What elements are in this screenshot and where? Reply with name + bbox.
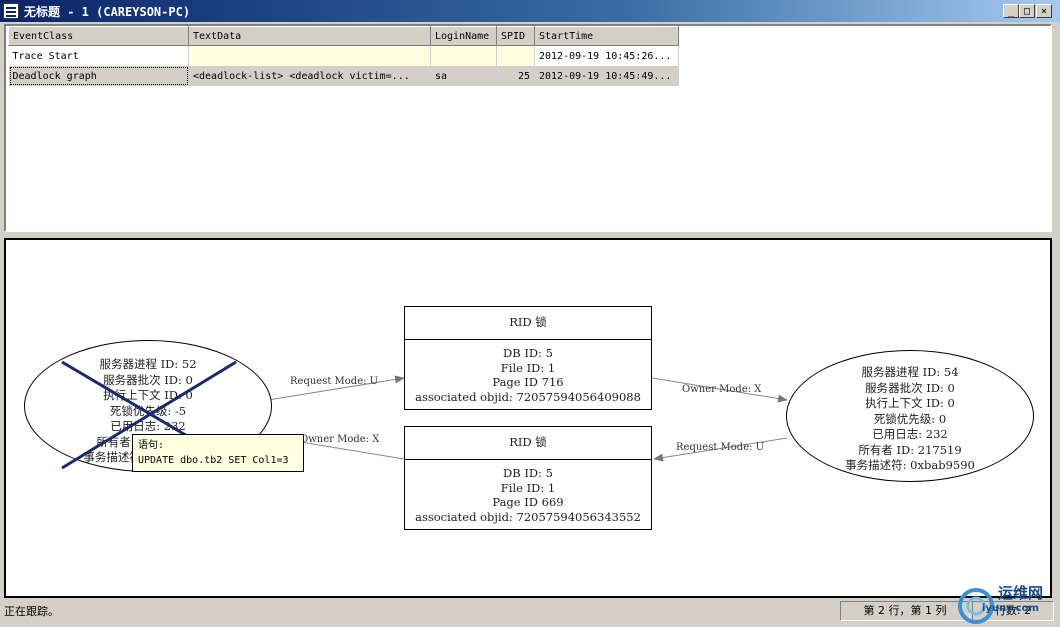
watermark-url: iyunv.com (982, 603, 1039, 614)
rid-page-id: Page ID 716 (492, 375, 564, 389)
close-button[interactable]: × (1036, 4, 1052, 18)
cell-spid[interactable] (496, 45, 535, 66)
statement-tooltip: 语句: UPDATE dbo.tb2 SET Col1=3 (132, 434, 304, 472)
rid-objid: associated objid: 72057594056409088 (415, 389, 641, 404)
app-icon (3, 3, 19, 19)
cell-textdata[interactable]: <deadlock-list> <deadlock victim=... (188, 66, 431, 86)
watermark-logo-icon (958, 588, 994, 624)
process-left-line: 死锁优先级: -5 (109, 403, 187, 418)
cell-spid[interactable]: 25 (496, 66, 535, 86)
rid-file-id: File ID: 1 (500, 480, 556, 495)
process-right-line: 事务描述符: 0xbab9590 (845, 458, 975, 472)
rid-file-id: File ID: 1 (500, 360, 556, 375)
column-header-loginname[interactable]: LoginName (430, 26, 497, 46)
table-header-row: EventClass TextData LoginName SPID Start… (8, 26, 679, 46)
process-right-line: 服务器批次 ID: 0 (865, 380, 955, 395)
status-text: 正在跟踪。 (4, 605, 59, 618)
column-header-eventclass[interactable]: EventClass (8, 26, 189, 46)
trace-events-table: EventClass TextData LoginName SPID Start… (8, 26, 679, 86)
rid-lock-title: RID 锁 (405, 307, 651, 340)
process-right-line: 所有者 ID: 217519 (858, 442, 962, 457)
rid-db-id: DB ID: 5 (503, 346, 553, 360)
cell-starttime[interactable]: 2012-09-19 10:45:26... (534, 45, 679, 66)
rid-lock-title: RID 锁 (405, 427, 651, 460)
tooltip-sql: UPDATE dbo.tb2 SET Col1=3 (138, 455, 289, 466)
trace-grid-panel: EventClass TextData LoginName SPID Start… (4, 24, 1052, 232)
table-row[interactable]: Deadlock graph <deadlock-list> <deadlock… (8, 66, 679, 86)
process-right-line: 已用日志: 232 (872, 427, 948, 441)
process-left-line: 执行上下文 ID: 0 (103, 388, 193, 402)
process-left-line: 服务器进程 ID: 52 (99, 357, 197, 371)
status-bar: 正在跟踪。 第 2 行，第 1 列 行数: 2 (0, 600, 1060, 627)
edge-request-bottom (653, 437, 788, 462)
deadlock-graph-panel: 服务器进程 ID: 52 服务器批次 ID: 0 执行上下文 ID: 0 死锁优… (4, 238, 1052, 598)
column-header-spid[interactable]: SPID (496, 26, 535, 46)
minimize-button[interactable]: _ (1003, 4, 1019, 18)
edge-label-owner-bottom: Owner Mode: X (300, 434, 380, 445)
rid-objid: associated objid: 72057594056343552 (415, 509, 641, 524)
status-row-count: 行数: 2 (972, 601, 1054, 621)
edge-request-top (267, 375, 405, 401)
cell-eventclass[interactable]: Trace Start (8, 45, 189, 66)
watermark-name: 运维网 (998, 584, 1044, 602)
cell-loginname[interactable]: sa (430, 66, 497, 86)
rid-page-id: Page ID 669 (492, 495, 564, 509)
process-node-survivor[interactable]: 服务器进程 ID: 54 服务器批次 ID: 0 执行上下文 ID: 0 死锁优… (786, 350, 1034, 482)
tooltip-label: 语句: (138, 440, 165, 451)
column-header-textdata[interactable]: TextData (188, 26, 431, 46)
maximize-button[interactable]: □ (1019, 4, 1035, 18)
rid-lock-node-top[interactable]: RID 锁 DB ID: 5 File ID: 1 Page ID 716 as… (404, 306, 652, 410)
cell-eventclass[interactable]: Deadlock graph (8, 66, 189, 86)
process-right-line: 服务器进程 ID: 54 (861, 365, 959, 379)
title-bar: 无标题 - 1 (CAREYSON-PC) _ □ × (0, 0, 1060, 22)
process-left-line: 已用日志: 232 (110, 419, 186, 433)
cell-textdata[interactable] (188, 45, 431, 66)
cell-starttime[interactable]: 2012-09-19 10:45:49... (534, 66, 679, 86)
edge-label-request-top: Request Mode: U (290, 376, 379, 387)
edge-label-request-bottom: Request Mode: U (676, 442, 765, 453)
window-title: 无标题 - 1 (CAREYSON-PC) (24, 5, 191, 19)
edge-label-owner-top: Owner Mode: X (682, 384, 762, 395)
status-position: 第 2 行，第 1 列 (840, 601, 970, 621)
process-right-line: 执行上下文 ID: 0 (865, 396, 955, 410)
table-row[interactable]: Trace Start 2012-09-19 10:45:26... (8, 45, 679, 66)
edge-owner-top (651, 377, 788, 403)
cell-loginname[interactable] (430, 45, 497, 66)
process-left-line: 服务器批次 ID: 0 (103, 372, 193, 387)
rid-db-id: DB ID: 5 (503, 466, 553, 480)
column-header-starttime[interactable]: StartTime (534, 26, 679, 46)
rid-lock-node-bottom[interactable]: RID 锁 DB ID: 5 File ID: 1 Page ID 669 as… (404, 426, 652, 530)
process-right-line: 死锁优先级: 0 (873, 411, 947, 426)
